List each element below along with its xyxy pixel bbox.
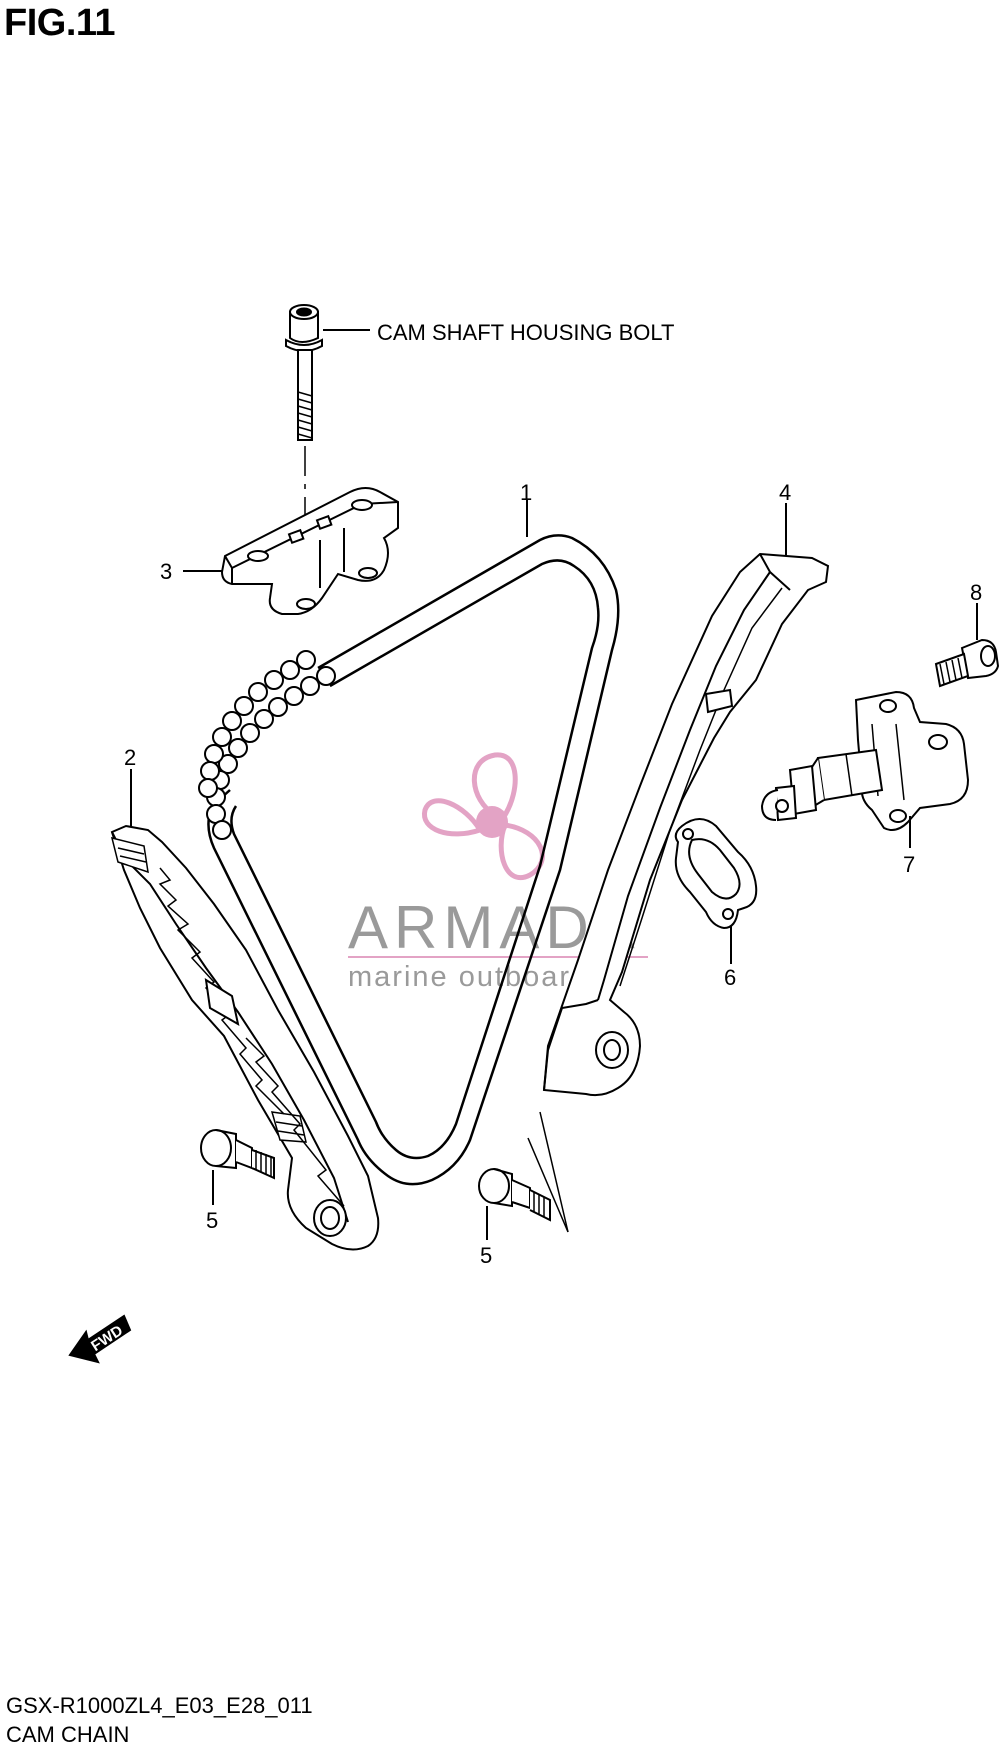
ref-label-7: 6 [724, 965, 736, 990]
cam-chain [198, 534, 620, 1186]
forward-arrow-icon [68, 1314, 132, 1364]
figure-name: CAM CHAIN [6, 1722, 130, 1747]
armada-watermark: ARMADA marine outboards [348, 752, 648, 993]
figure-code: GSX-R1000ZL4_E03_E28_011 [6, 1693, 313, 1718]
watermark-tagline: marine outboards [348, 961, 606, 993]
ref-label-3: 3 [160, 559, 172, 584]
cam-chain-guide-rear [110, 824, 380, 1251]
ref-label-2: 2 [124, 745, 136, 770]
ref-label-5-left: 5 [206, 1208, 218, 1233]
figure-title: FIG.11 [4, 2, 116, 44]
ref-label-6: 7 [903, 852, 915, 877]
propeller-logo-icon [422, 752, 545, 880]
ref-label-4: 4 [779, 480, 791, 505]
ref-label-1: 1 [520, 480, 532, 505]
cam-chain-tensioner [760, 690, 970, 831]
cam-chain-guide-upper [220, 487, 399, 615]
ref-label-5-right: 5 [480, 1243, 492, 1268]
tensioner-gasket [674, 818, 758, 930]
fwd-direction-badge: FWD [68, 1314, 132, 1364]
ref-label-8: 8 [970, 580, 982, 605]
cam-chain-tensioner-arm [542, 552, 830, 1097]
guide-bolt [200, 1129, 275, 1180]
cam-shaft-housing-bolt-label: CAM SHAFT HOUSING BOLT [377, 320, 674, 345]
tensioner-bolt-small [934, 638, 1000, 688]
tensioner-bolt [478, 1168, 551, 1222]
cam-shaft-housing-bolt [285, 304, 323, 441]
